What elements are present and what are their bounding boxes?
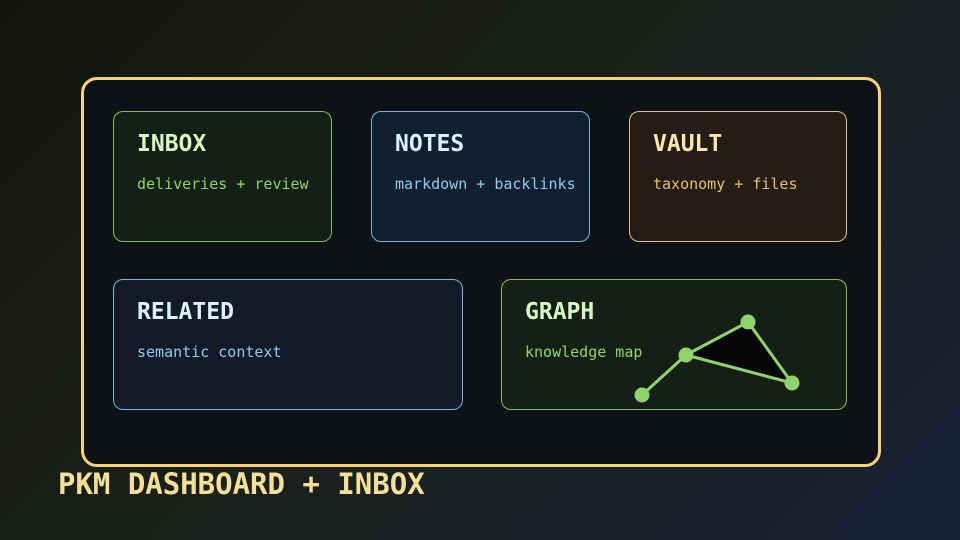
knowledge-graph-illustration: [634, 314, 800, 403]
notes-card[interactable]: NOTES markdown + backlinks: [371, 111, 590, 242]
dashboard-frame: INBOX deliveries + review NOTES markdown…: [81, 77, 881, 467]
vault-title: VAULT: [653, 131, 723, 157]
graph-edge: [684, 353, 794, 385]
page-caption: PKM DASHBOARD + INBOX: [58, 467, 425, 501]
notes-title: NOTES: [395, 131, 465, 157]
vault-subtitle: taxonomy + files: [653, 175, 798, 193]
graph-node: [634, 387, 650, 403]
graph-triangle-fill: [686, 322, 792, 383]
related-subtitle: semantic context: [137, 343, 282, 361]
related-card[interactable]: RELATED semantic context: [113, 279, 463, 410]
graph-node: [784, 375, 800, 391]
inbox-subtitle: deliveries + review: [137, 175, 309, 193]
graph-edge: [640, 353, 688, 397]
inbox-card[interactable]: INBOX deliveries + review: [113, 111, 332, 242]
graph-card[interactable]: GRAPH knowledge map: [501, 279, 847, 410]
inbox-title: INBOX: [137, 131, 207, 157]
graph-title: GRAPH: [525, 299, 595, 325]
related-title: RELATED: [137, 299, 234, 325]
graph-node: [678, 347, 694, 363]
vault-card[interactable]: VAULT taxonomy + files: [629, 111, 847, 242]
graph-node: [740, 314, 756, 330]
graph-edge: [684, 320, 750, 357]
graph-edge: [746, 320, 794, 385]
graph-subtitle: knowledge map: [525, 343, 643, 361]
notes-subtitle: markdown + backlinks: [395, 175, 576, 193]
